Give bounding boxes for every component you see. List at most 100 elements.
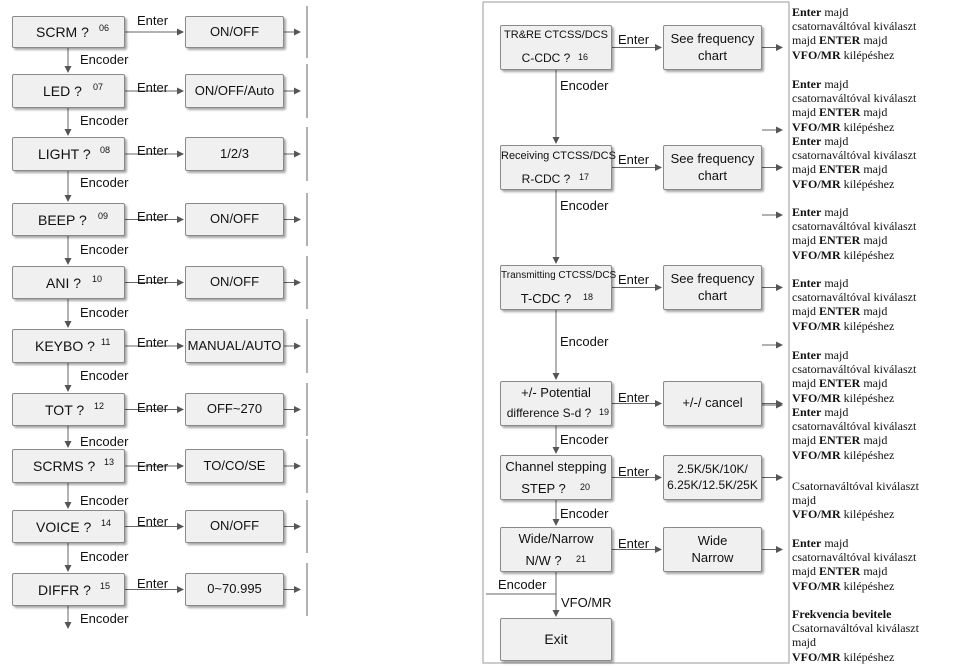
menu-r-cdc: Receiving CTCSS/DCS R-CDC ? 17 xyxy=(500,145,616,190)
value-c-cdc: See frequency chart xyxy=(663,25,762,70)
menu-c-cdc-num: 16 xyxy=(578,52,589,62)
encoder-label-r2: Encoder xyxy=(560,198,609,213)
note-led: Enter majd csatornaváltóval kiválaszt ma… xyxy=(792,77,917,134)
menu-keybo-num: 11 xyxy=(101,337,111,347)
menu-r-cdc-line1: Receiving CTCSS/DCS xyxy=(501,150,616,162)
menu-s-d-line1: +/- Potential xyxy=(521,385,591,400)
menu-ani-num: 10 xyxy=(92,274,103,284)
enter-label-diffr: Enter xyxy=(137,576,169,591)
note-beep: Enter majd csatornaváltóval kiválaszt ma… xyxy=(792,205,917,262)
menu-t-cdc-num: 18 xyxy=(583,292,594,302)
enter-label-led: Enter xyxy=(137,80,169,95)
encoder-label-9: Encoder xyxy=(80,549,129,564)
menu-scrms-num: 13 xyxy=(104,457,115,467)
menu-tot-label: TOT ? xyxy=(45,402,85,418)
enter-label-n-w: Enter xyxy=(618,536,650,551)
encoder-label-1: Encoder xyxy=(80,52,129,67)
value-step: 2.5K/5K/10K/ 6.25K/12.5K/25K xyxy=(663,455,762,500)
menu-tot-num: 12 xyxy=(94,401,105,411)
menu-ani: ANI ? 10 xyxy=(12,266,125,299)
menu-r-cdc-line2: R-CDC ? xyxy=(521,172,571,186)
value-scrms: TO/CO/SE xyxy=(185,449,284,483)
enter-label-keybo: Enter xyxy=(137,335,169,350)
enter-label-s-d: Enter xyxy=(618,390,650,405)
menu-n-w-num: 21 xyxy=(576,554,587,564)
menu-c-cdc: TR&RE CTCSS/DCS C-CDC ? 16 xyxy=(500,25,612,70)
vfo-mr-label: VFO/MR xyxy=(561,595,612,610)
encoder-label-10: Encoder xyxy=(80,611,129,626)
menu-t-cdc-line1: Transmitting CTCSS/DCS xyxy=(501,270,617,281)
encoder-label-8: Encoder xyxy=(80,493,129,508)
menu-keybo: KEYBO ? 11 xyxy=(12,329,125,363)
encoder-label-r4: Encoder xyxy=(560,432,609,447)
encoder-label-r6: Encoder xyxy=(498,577,547,592)
enter-label-voice: Enter xyxy=(137,514,169,529)
enter-label-scrm: Enter xyxy=(137,13,169,28)
menu-scrm: SCRM ? 06 xyxy=(12,16,125,48)
enter-label-beep: Enter xyxy=(137,209,169,224)
value-keybo: MANUAL/AUTO xyxy=(185,329,284,363)
menu-t-cdc: Transmitting CTCSS/DCS T-CDC ? 18 xyxy=(500,265,617,310)
menu-beep: BEEP ? 09 xyxy=(12,203,125,236)
menu-scrms: SCRMS ? 13 xyxy=(12,449,125,483)
menu-r-cdc-num: 17 xyxy=(579,172,590,182)
enter-label-light: Enter xyxy=(137,143,169,158)
menu-scrms-label: SCRMS ? xyxy=(33,458,96,474)
menu-c-cdc-line1: TR&RE CTCSS/DCS xyxy=(504,29,608,41)
value-t-cdc: See frequency chart xyxy=(663,265,762,310)
menu-led-num: 07 xyxy=(93,82,104,92)
menu-step-num: 20 xyxy=(580,482,591,492)
menu-scrm-num: 06 xyxy=(99,23,110,33)
menu-t-cdc-line2: T-CDC ? xyxy=(520,291,572,306)
menu-light: LIGHT ? 08 xyxy=(12,137,125,171)
menu-voice-label: VOICE ? xyxy=(36,519,92,535)
menu-led-label: LED ? xyxy=(43,83,82,99)
note-s-d: Enter majd csatornaváltóval kiválaszt ma… xyxy=(792,405,917,462)
menu-light-num: 08 xyxy=(100,145,111,155)
note-t-cdc: Enter majd csatornaváltóval kiválaszt ma… xyxy=(792,276,917,333)
note-r-cdc: Enter majd csatornaváltóval kiválaszt ma… xyxy=(792,134,917,191)
encoder-label-r5: Encoder xyxy=(560,506,609,521)
menu-ani-label: ANI ? xyxy=(46,275,82,291)
encoder-label-2: Encoder xyxy=(80,113,129,128)
menu-led: LED ? 07 xyxy=(12,74,125,108)
menu-tot: TOT ? 12 xyxy=(12,393,125,426)
value-led: ON/OFF/Auto xyxy=(185,74,284,108)
encoder-label-7: Encoder xyxy=(80,434,129,449)
value-light: 1/2/3 xyxy=(185,137,284,171)
value-scrm: ON/OFF xyxy=(185,16,284,48)
encoder-label-4: Encoder xyxy=(80,242,129,257)
menu-diffr-num: 15 xyxy=(100,581,111,591)
right-panel-frame xyxy=(482,1,790,664)
menu-keybo-label: KEYBO ? xyxy=(35,338,95,354)
encoder-label-3: Encoder xyxy=(80,175,129,190)
value-tot: OFF~270 xyxy=(185,393,284,426)
value-r-cdc: See frequency chart xyxy=(663,145,762,190)
enter-label-c-cdc: Enter xyxy=(618,32,650,47)
menu-c-cdc-line2: C-CDC ? xyxy=(521,51,571,65)
menu-n-w-line1: Wide/Narrow xyxy=(518,531,594,546)
menu-s-d-line2: difference S-d ? xyxy=(506,406,592,420)
menu-beep-num: 09 xyxy=(98,211,109,221)
menu-s-d-num: 19 xyxy=(599,407,610,417)
note-freq-input: Frekvencia bevitele Csatornaváltóval kiv… xyxy=(792,607,919,664)
note-c-cdc: Enter majd csatornaváltóval kiválaszt ma… xyxy=(792,5,917,62)
enter-label-t-cdc: Enter xyxy=(618,272,650,287)
value-beep: ON/OFF xyxy=(185,203,284,236)
menu-step-line1: Channel stepping xyxy=(505,459,607,474)
menu-light-label: LIGHT ? xyxy=(38,146,91,162)
menu-scrm-label: SCRM ? xyxy=(36,24,89,40)
encoder-label-r1: Encoder xyxy=(560,78,609,93)
note-keybo: Enter majd csatornaváltóval kiválaszt ma… xyxy=(792,348,917,405)
menu-voice: VOICE ? 14 xyxy=(12,510,125,543)
enter-label-r-cdc: Enter xyxy=(618,152,650,167)
value-n-w: Wide Narrow xyxy=(663,527,762,572)
value-ani: ON/OFF xyxy=(185,266,284,299)
exit-box: Exit xyxy=(500,618,612,661)
menu-diffr: DIFFR ? 15 xyxy=(12,573,125,606)
encoder-label-r3: Encoder xyxy=(560,334,609,349)
enter-label-scrms: Enter xyxy=(137,459,169,474)
encoder-label-6: Encoder xyxy=(80,368,129,383)
menu-s-d: +/- Potential difference S-d ? 19 xyxy=(500,381,612,426)
